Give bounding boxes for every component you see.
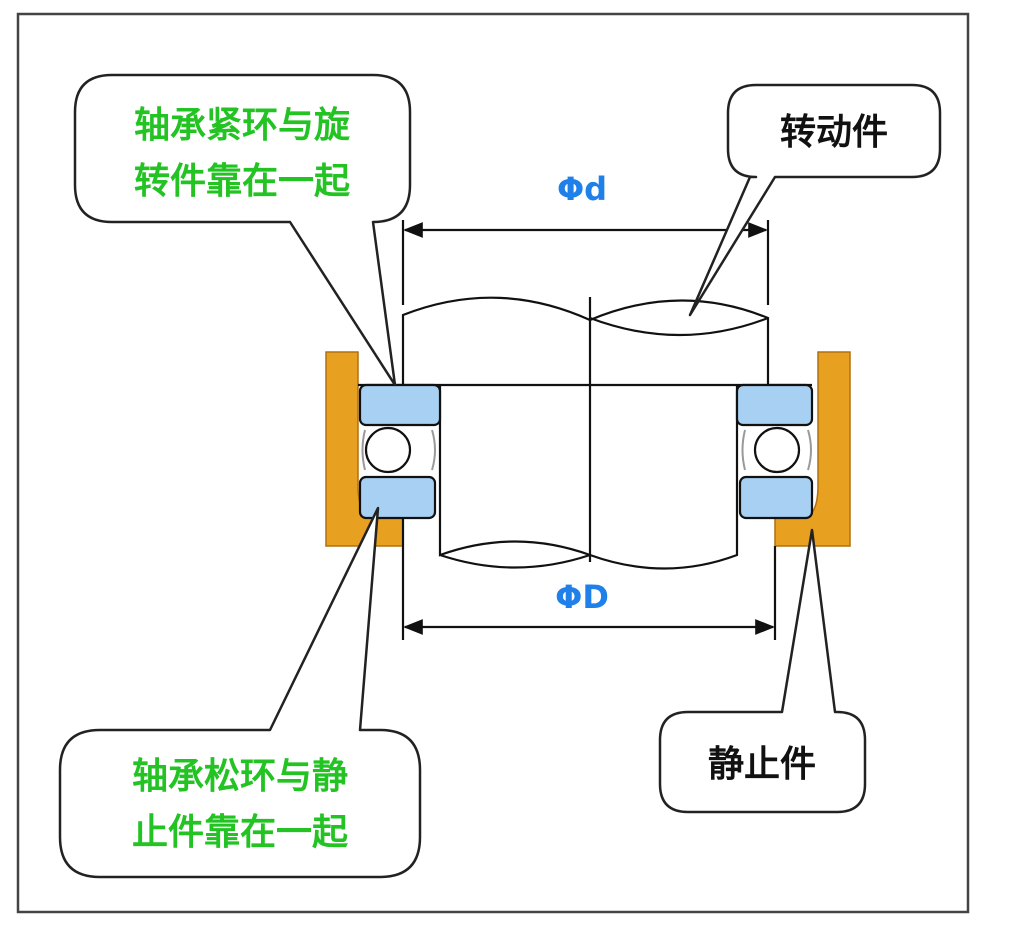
callout-rotating-part-label: 转动件 (780, 112, 888, 153)
callout-loose-ring: 轴承松环与静 止件靠在一起 (58, 506, 422, 879)
dimension-d-label: Φd (557, 170, 607, 208)
callout-tight-ring: 轴承紧环与旋 转件靠在一起 (73, 73, 412, 387)
dimension-D: ΦD (401, 518, 777, 640)
callout-loose-ring-line2: 止件靠在一起 (132, 812, 349, 853)
ball-right (753, 426, 801, 474)
tight-ring-left (358, 383, 442, 427)
dimension-d: Φd (401, 170, 770, 305)
callout-tight-ring-line2: 转件靠在一起 (134, 161, 351, 202)
loose-ring-right (738, 475, 814, 520)
tight-ring-right (735, 383, 814, 427)
callout-rotating-part: 转动件 (688, 83, 942, 317)
bearing-right (735, 383, 814, 520)
callout-loose-ring-line1: 轴承松环与静 (132, 756, 348, 797)
callout-stationary-part: 静止件 (658, 528, 867, 814)
callout-tight-ring-line1: 轴承紧环与旋 (134, 105, 350, 146)
ball-left (364, 426, 412, 474)
loose-ring-left (358, 475, 437, 520)
callout-stationary-part-label: 静止件 (708, 744, 816, 785)
dimension-D-label: ΦD (555, 578, 609, 616)
